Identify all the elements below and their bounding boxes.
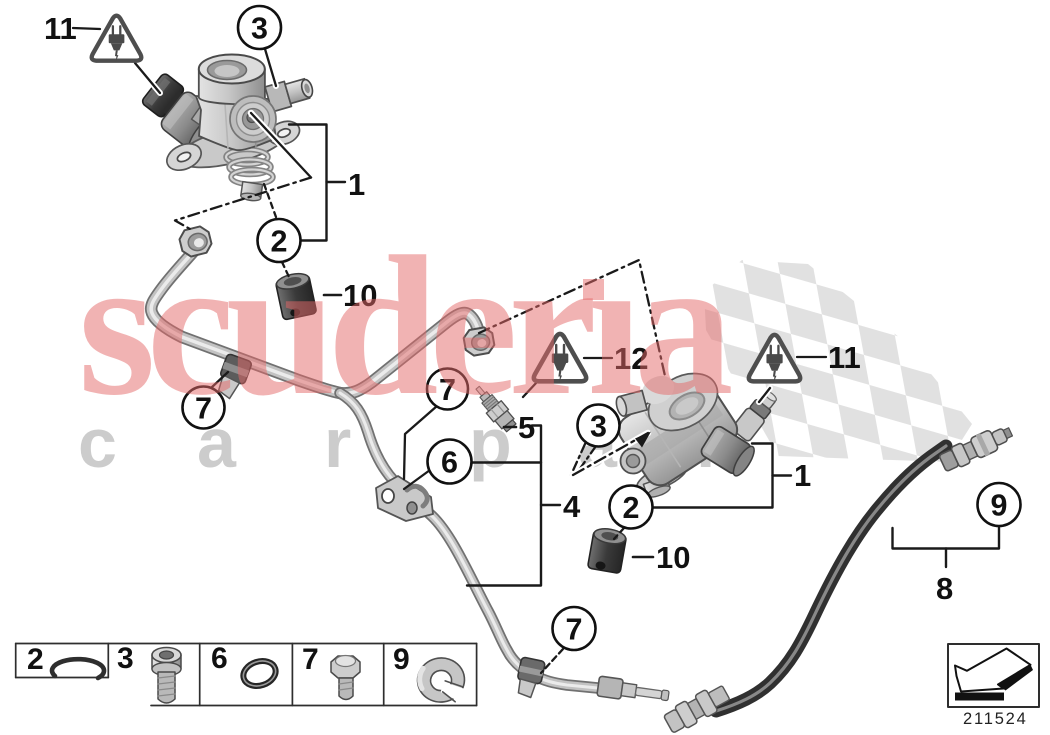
- svg-text:12: 12: [614, 341, 648, 376]
- svg-text:2: 2: [623, 491, 640, 525]
- svg-text:3: 3: [590, 410, 607, 444]
- svg-text:9: 9: [991, 489, 1008, 523]
- svg-text:2: 2: [271, 225, 288, 259]
- svg-text:9: 9: [393, 643, 410, 676]
- svg-text:11: 11: [44, 11, 77, 46]
- svg-text:r: r: [324, 404, 351, 482]
- svg-text:10: 10: [343, 278, 377, 313]
- svg-text:8: 8: [936, 571, 953, 606]
- svg-text:3: 3: [251, 12, 268, 46]
- svg-text:6: 6: [441, 446, 458, 480]
- svg-text:7: 7: [566, 613, 583, 647]
- svg-text:211524: 211524: [963, 710, 1028, 728]
- svg-text:6: 6: [211, 642, 228, 675]
- svg-text:c: c: [78, 404, 117, 482]
- svg-text:5: 5: [518, 410, 535, 445]
- svg-text:11: 11: [828, 340, 861, 375]
- svg-text:2: 2: [27, 643, 44, 676]
- svg-text:7: 7: [195, 392, 212, 426]
- svg-text:scuderıa: scuderıa: [78, 216, 731, 437]
- svg-text:10: 10: [656, 540, 690, 575]
- svg-text:7: 7: [439, 373, 456, 407]
- svg-text:1: 1: [794, 458, 811, 493]
- svg-text:3: 3: [117, 642, 134, 675]
- svg-text:4: 4: [563, 489, 581, 524]
- svg-text:1: 1: [348, 167, 365, 202]
- svg-text:7: 7: [302, 643, 319, 676]
